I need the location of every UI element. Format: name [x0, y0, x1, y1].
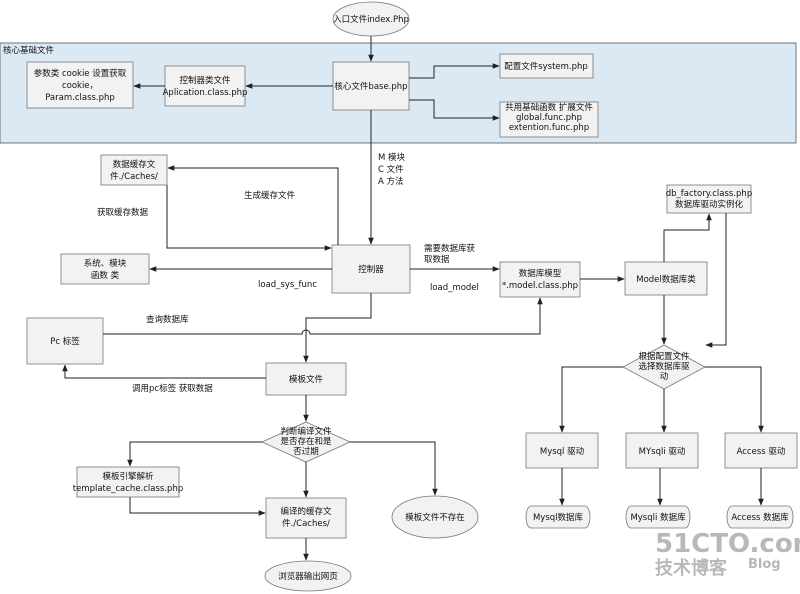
node-mysql-db-label: Mysql数据库	[533, 512, 584, 523]
edge-base-global	[409, 99, 500, 121]
edge-label-need-db: 需要数据库获取数据	[424, 243, 476, 265]
node-sysfunc	[60, 253, 150, 285]
edge-label-call-pc: 调用pc标签 获取数据	[132, 383, 213, 394]
edge-model-dbfactory	[663, 213, 712, 262]
edge-cache-controller	[166, 185, 332, 251]
edge-controller-cache	[167, 165, 339, 245]
edge-label-load-model: load_model	[430, 283, 479, 293]
edge-label-gen-cache: 生成缓存文件	[244, 190, 296, 201]
node-output	[264, 560, 352, 592]
node-access-db-label: Access 数据库	[731, 512, 789, 523]
node-compiled-label: 编译的缓存文件./Caches/	[280, 506, 332, 529]
node-judge-label: 判断编译文件是否存在和是否过期	[280, 426, 332, 457]
edge-choose-mysql	[559, 366, 623, 433]
node-access-driver-label: Access 驱动	[737, 446, 786, 457]
edge-label-load-sys-func: load_sys_func	[258, 280, 317, 290]
node-cache	[100, 154, 168, 186]
edge-label-query-db: 查询数据库	[146, 314, 189, 325]
node-template	[265, 362, 347, 396]
node-pc-label: Pc 标签	[50, 336, 80, 347]
edge-dbfactory-choose	[705, 213, 727, 348]
node-notexist-label: 模板文件不存在	[405, 512, 465, 523]
node-global	[499, 101, 599, 138]
node-param	[26, 61, 134, 109]
node-app	[164, 65, 246, 107]
node-template-label: 模板文件	[289, 374, 324, 385]
node-mysqli-driver	[625, 432, 699, 469]
node-sysfunc-label: 系统、模块函数 类	[84, 258, 127, 281]
edge-engine-compiled	[129, 497, 266, 516]
node-mysql-driver-label: Mysql 驱动	[540, 446, 585, 457]
node-controller-label: 控制器	[358, 264, 384, 275]
node-model-label: Model数据库类	[636, 274, 696, 285]
edge-judge-notexist	[350, 441, 438, 496]
node-entry-label: 入口文件index.Php	[333, 14, 409, 25]
node-access-db	[726, 505, 794, 529]
watermark: 51CTO.com 技术博客 Blog	[655, 529, 800, 579]
node-dbmodel	[499, 261, 581, 298]
node-mysqli-driver-label: MYsqli 驱动	[639, 446, 686, 457]
node-cache-label: 数据缓存文件./Caches/	[110, 159, 158, 182]
edge-choose-access	[705, 366, 764, 433]
core-files-region-label: 核心基础文件	[3, 45, 55, 56]
node-compiled	[265, 497, 347, 539]
node-output-label: 浏览器输出网页	[278, 571, 338, 582]
node-base	[332, 61, 410, 111]
node-engine	[76, 466, 180, 498]
node-dbfactory	[666, 184, 752, 214]
node-notexist	[391, 495, 479, 539]
node-access-driver	[724, 432, 798, 469]
node-mysql-db	[525, 505, 591, 529]
node-mysqli-db	[625, 505, 691, 529]
watermark-line1: 51CTO.com	[655, 529, 800, 559]
watermark-line3: Blog	[748, 557, 781, 572]
edge-pc-dbmodel	[103, 297, 543, 335]
edge-template-pc	[62, 364, 266, 379]
edge-controller-template	[303, 293, 372, 363]
node-dbmodel-label: 数据库模型*.model.class.php	[502, 268, 578, 291]
edge-base-config	[409, 63, 500, 79]
node-choose-label: 根据配置文件选择数据库驱动	[638, 351, 690, 382]
node-config-label: 配置文件system.php	[504, 61, 588, 72]
edge-judge-engine	[127, 441, 262, 467]
watermark-line2: 技术博客	[655, 557, 728, 579]
node-base-label: 核心文件base.php	[334, 81, 407, 92]
node-model	[624, 261, 708, 296]
edge-label-get-cache: 获取缓存数据	[97, 207, 149, 218]
node-config	[499, 53, 594, 79]
node-pc	[26, 317, 104, 365]
node-mysqli-db-label: Mysqli 数据库	[630, 512, 686, 523]
